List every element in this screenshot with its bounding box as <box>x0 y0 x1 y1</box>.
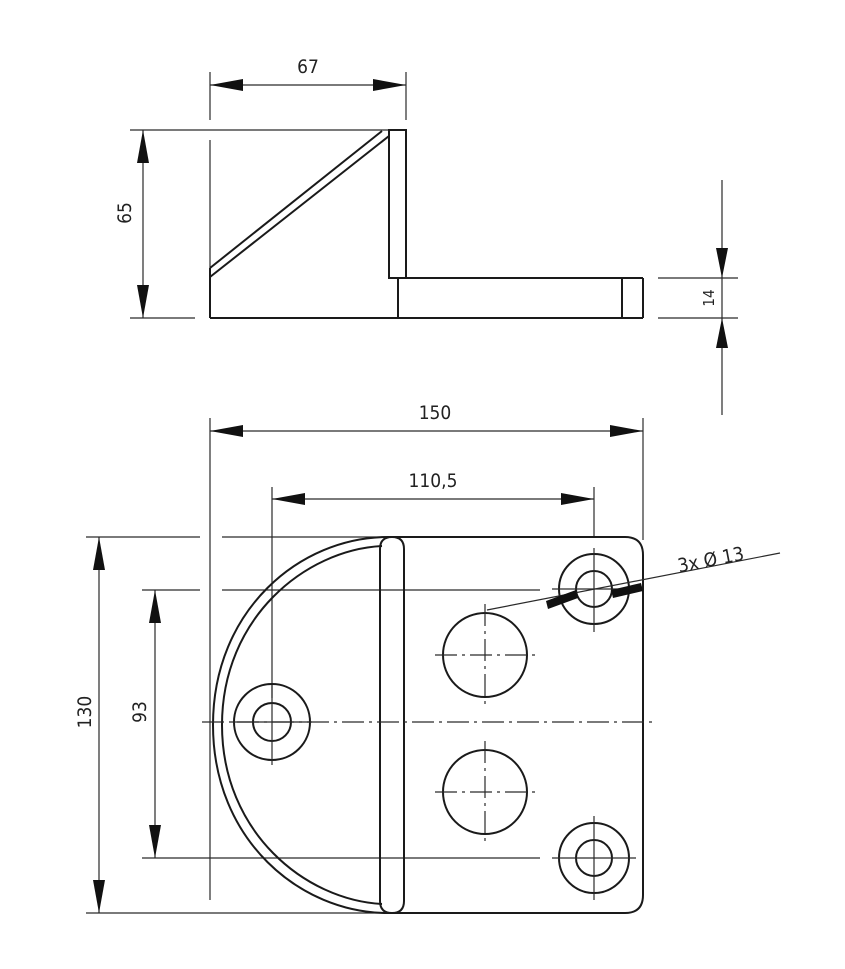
left-mounting-hole <box>232 683 312 765</box>
dimension-130: 130 <box>74 537 105 913</box>
bottom-right-mounting-hole <box>552 816 636 900</box>
hole-callout-label: 3x Ø 13 <box>676 543 746 577</box>
top-view: 150 110,5 130 93 <box>74 402 781 915</box>
dimension-67: 67 <box>210 56 406 91</box>
dimension-label-67: 67 <box>297 56 319 78</box>
hole-callout-leader: 3x Ø 13 <box>486 543 781 611</box>
dimension-110-5: 110,5 <box>272 470 594 505</box>
dimension-label-130: 130 <box>74 696 96 729</box>
side-view: 67 65 14 <box>114 56 738 415</box>
dimension-label-110-5: 110,5 <box>409 470 458 492</box>
lower-large-hole <box>435 741 537 844</box>
dimension-65: 65 <box>114 130 149 318</box>
upper-large-hole <box>435 604 537 708</box>
bracket-plan-outline <box>211 535 644 915</box>
dimension-14: 14 <box>658 180 738 415</box>
dimension-label-93: 93 <box>129 701 151 723</box>
dimension-label-65: 65 <box>114 202 136 224</box>
bracket-side-profile <box>130 129 644 319</box>
dimension-label-150: 150 <box>419 402 452 424</box>
dimension-150: 150 <box>210 402 643 437</box>
dimension-93: 93 <box>129 590 161 858</box>
dimension-label-14: 14 <box>700 289 718 306</box>
